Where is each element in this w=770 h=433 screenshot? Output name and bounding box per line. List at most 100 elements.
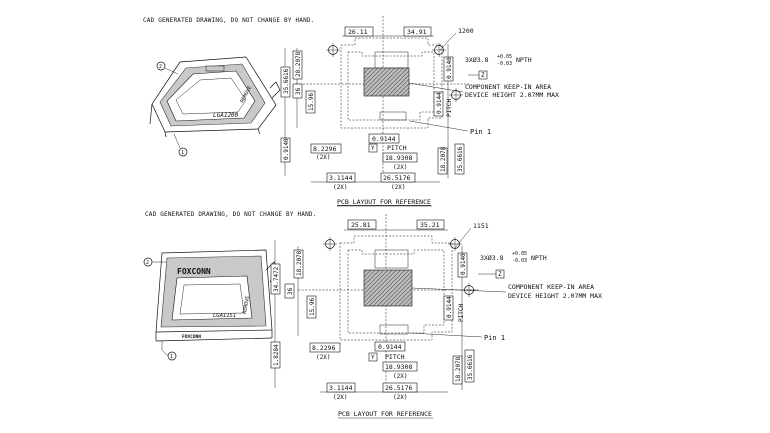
hole-tol-plus: +0.05 [497, 54, 512, 60]
keepin-note-1: COMPONENT KEEP-IN AREA [465, 83, 551, 91]
leader [411, 287, 507, 293]
component-keepin-area [363, 67, 410, 97]
dim-35-6616-right: 35.6616 [457, 146, 464, 172]
dim-box [310, 143, 342, 154]
bottom-notch [379, 324, 409, 335]
dim-box [437, 147, 448, 175]
dim-box [292, 50, 303, 80]
hole-spec-npth: NPTH [531, 254, 547, 262]
dim-34-7472: 34.7472 [273, 266, 280, 292]
two-x: (2X) [333, 184, 347, 191]
datum-z: Z [498, 271, 502, 278]
dim-box [452, 355, 463, 385]
socket-edge [257, 128, 261, 135]
pin-1-label: Pin 1 [470, 128, 491, 136]
dim-15-96: 15.96 [308, 93, 315, 111]
hole-tol-minus: -0.03 [497, 61, 512, 67]
dim-box [306, 295, 317, 319]
dim-18-2078-left: 18.2078 [296, 250, 303, 276]
dim-box [382, 152, 418, 163]
two-x: (2X) [316, 354, 330, 361]
dim-18-9308: 18.9308 [385, 363, 412, 371]
callout-1-circle [178, 147, 188, 157]
hole-tol-minus: -0.03 [512, 258, 527, 264]
dim-26-11: 26.11 [348, 28, 368, 36]
keepin-outline [339, 235, 453, 341]
dim-box [280, 137, 291, 163]
dim-box [382, 361, 418, 372]
callout-1-text: 1 [170, 354, 173, 360]
keepin-note-2: DEVICE HEIGHT 2.07MM MAX [465, 91, 559, 99]
caption-top: PCB LAYOUT FOR REFERENCE [337, 198, 431, 206]
hole-spec-npth: NPTH [516, 56, 532, 64]
hole-spec: 3XØ3.8 [480, 254, 504, 262]
dim-pin-count: 1200 [458, 27, 474, 35]
callout-leader [161, 341, 169, 357]
bottom-notch [379, 111, 407, 121]
dim-35-6616: 35.6616 [283, 68, 290, 94]
socket-cavity-inner [179, 283, 245, 315]
dim-25-81: 25.81 [351, 221, 371, 229]
dim-box [443, 295, 454, 321]
dim-8-2296: 8.2296 [312, 344, 336, 352]
dim-box [292, 83, 303, 99]
dim-box [454, 143, 465, 175]
pad-array-outline [347, 249, 445, 334]
keepin-note-2: DEVICE HEIGHT 2.07MM MAX [508, 292, 602, 300]
socket-edge [155, 337, 273, 342]
datum-y-box [368, 352, 378, 362]
dim-28-2078: 28.2078 [295, 51, 302, 77]
dim-26-5176: 26.5176 [383, 174, 410, 182]
dim-box [270, 341, 281, 369]
callout-2-text: 2 [146, 260, 149, 266]
dim-box [443, 56, 454, 82]
two-x: (2X) [391, 184, 405, 191]
component-keepin-area [363, 269, 413, 307]
dim-0-9140-right: 0.9140 [460, 253, 467, 275]
pitch-vertical: PITCH [458, 304, 465, 322]
datum-y: Y [371, 145, 375, 152]
dim-15-96: 15.96 [309, 298, 316, 316]
dim-box [270, 263, 281, 295]
dim-box [433, 91, 444, 117]
dim-box [464, 349, 475, 383]
dim-3-1144: 3.1144 [329, 384, 353, 392]
hole-tol-plus: +0.05 [512, 251, 527, 257]
callout-leader [173, 133, 181, 149]
dim-34-91: 34.91 [407, 28, 427, 36]
leader [454, 227, 472, 249]
leader [409, 332, 483, 338]
cad-note-bottom: CAD GENERATED DRAWING, DO NOT CHANGE BY … [145, 211, 317, 218]
dim-0-9144: 0.9144 [372, 135, 396, 143]
center-cutout [374, 249, 409, 269]
dim-box [305, 90, 316, 114]
caption-bottom: PCB LAYOUT FOR REFERENCE [338, 410, 432, 418]
socket-cavity-inner [175, 77, 247, 115]
dim-box [403, 26, 432, 37]
pitch-vertical: PITCH [446, 99, 453, 117]
socket-brand: FOXCONN [177, 267, 211, 276]
dim-box [326, 382, 356, 393]
socket-edge [164, 131, 167, 138]
dim-box [344, 26, 374, 37]
pcb-layout-bottom: 25.81 35.21 1151 18.2078 34.7472 36 15.9… [270, 214, 602, 419]
socket-cavity [166, 70, 256, 122]
dim-18-9308: 18.9308 [385, 154, 412, 162]
cad-note-top: CAD GENERATED DRAWING, DO NOT CHANGE BY … [143, 17, 315, 24]
dim-box [380, 172, 416, 183]
dim-box [309, 342, 341, 353]
datum-z: Z [481, 72, 485, 79]
callout-1-text: 1 [181, 150, 184, 156]
dim-35-6616-right: 35.6616 [467, 354, 474, 380]
dim-pin-count: 1151 [473, 222, 489, 230]
dim-0-9144-right: 0.9144 [446, 296, 453, 318]
dim-36: 36 [295, 87, 302, 95]
dim-3-1144: 3.1144 [329, 174, 353, 182]
dim-0-9144-right: 0.9144 [436, 92, 443, 114]
dim-box [280, 66, 291, 98]
socket-brand-small: FOXCONN [182, 334, 201, 340]
dim-box [416, 219, 445, 230]
dim-box [347, 219, 377, 230]
center-cutout [374, 51, 409, 69]
